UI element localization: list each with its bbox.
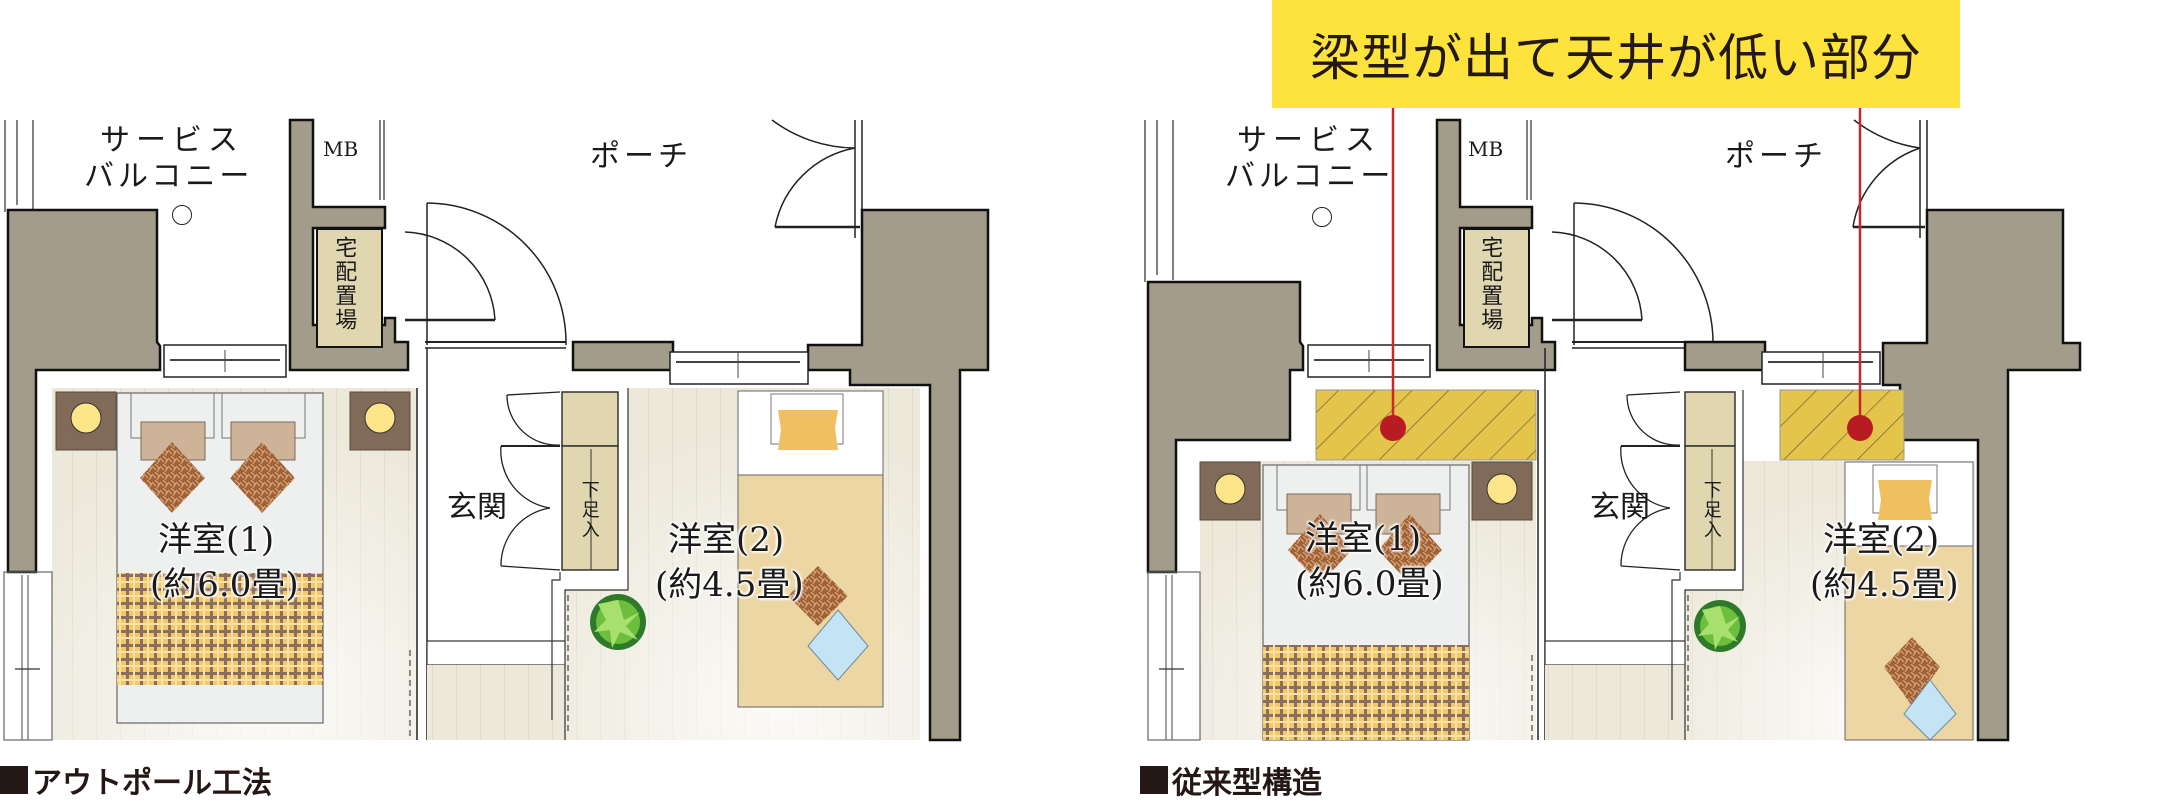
label-mb: MB	[1468, 137, 1504, 161]
label-entrance: 玄関	[1590, 490, 1650, 525]
square-bullet-icon	[0, 766, 28, 794]
label-shoe-box: 下足入	[578, 480, 600, 540]
caption-conventional: 従来型構造	[1140, 758, 1322, 802]
label-service-balcony-1: サービス	[1237, 123, 1381, 158]
balcony-rail	[4, 120, 34, 212]
label-room2-size: (約4.5畳)	[1810, 565, 1959, 605]
label-delivery-box: 宅配置場	[1477, 236, 1503, 332]
window-room2	[669, 351, 809, 385]
caption-outpole: アウトポール工法	[0, 758, 272, 802]
nightstand-left	[1199, 461, 1261, 521]
label-service-balcony-2: バルコニー	[84, 159, 254, 194]
entrance-hall	[426, 348, 619, 740]
beam-zone-room1	[1315, 389, 1537, 461]
entrance-door	[404, 202, 567, 349]
floor-plan-drawing	[1144, 108, 2082, 742]
window-room1	[163, 344, 287, 378]
label-room2-size: (約4.5畳)	[655, 565, 804, 605]
double-bed	[1262, 464, 1470, 741]
wall-porch	[571, 340, 675, 372]
balcony-rail	[1144, 120, 1174, 282]
sliding-door-rail	[1147, 571, 1201, 741]
beam-marker-room1	[1380, 108, 1406, 441]
label-porch: ポーチ	[590, 139, 692, 174]
label-porch: ポーチ	[1725, 139, 1827, 174]
beam-callout-banner: 梁型が出て天井が低い部分	[1272, 0, 1960, 108]
caption-text: アウトポール工法	[32, 766, 272, 801]
label-room1-name: 洋室(1)	[1305, 519, 1422, 559]
plant	[590, 594, 646, 650]
window-room1	[1307, 344, 1431, 378]
single-bed	[1844, 461, 1974, 741]
label-room1-size: (約6.0畳)	[150, 565, 299, 605]
label-service-balcony-1: サービス	[100, 123, 244, 158]
drain-icon	[172, 205, 192, 225]
floor-plan-conventional: サービス バルコニー MB ポーチ 宅配置場 玄関 下足入 洋室(1) (約6.…	[1140, 0, 2140, 806]
floor-plan-outpole: サービス バルコニー MB ポーチ 宅配置場 玄関 下足入 洋室(1) (約6.…	[0, 0, 1000, 806]
window-room2	[1761, 351, 1881, 385]
wall-right	[806, 208, 990, 742]
plant	[1694, 600, 1746, 652]
label-room2-name: 洋室(2)	[1823, 520, 1940, 560]
label-delivery-box: 宅配置場	[331, 236, 357, 332]
wall-porch	[1683, 340, 1767, 372]
entrance-door	[1551, 202, 1714, 349]
label-service-balcony-2: バルコニー	[1225, 159, 1395, 194]
label-mb: MB	[323, 137, 359, 161]
wall-center	[288, 118, 410, 372]
double-bed	[116, 392, 324, 724]
square-bullet-icon	[1140, 766, 1168, 794]
banner-text: 梁型が出て天井が低い部分	[1310, 29, 1922, 87]
nightstand-left	[55, 391, 117, 451]
delivery-box	[316, 228, 383, 348]
label-room1-name: 洋室(1)	[158, 520, 275, 560]
beam-zone-room2	[1779, 389, 1905, 461]
label-room2-name: 洋室(2)	[668, 520, 785, 560]
entrance-hall	[1544, 348, 1736, 740]
wall-right	[1881, 208, 2082, 742]
label-room1-size: (約6.0畳)	[1295, 564, 1444, 604]
nightstand-right	[349, 391, 411, 451]
label-shoe-box: 下足入	[1700, 480, 1722, 540]
beam-marker-room2	[1847, 108, 1873, 441]
porch-side-door	[771, 119, 863, 238]
floor-plan-drawing	[3, 118, 990, 742]
single-bed	[737, 390, 884, 708]
wall-center	[1435, 118, 1557, 372]
porch-side-door	[1852, 119, 1928, 238]
sliding-door-rail	[3, 571, 53, 741]
nightstand-right	[1471, 461, 1533, 521]
label-entrance: 玄関	[447, 490, 507, 525]
delivery-box	[1463, 228, 1530, 348]
caption-text: 従来型構造	[1172, 766, 1322, 801]
drain-icon	[1312, 207, 1332, 227]
